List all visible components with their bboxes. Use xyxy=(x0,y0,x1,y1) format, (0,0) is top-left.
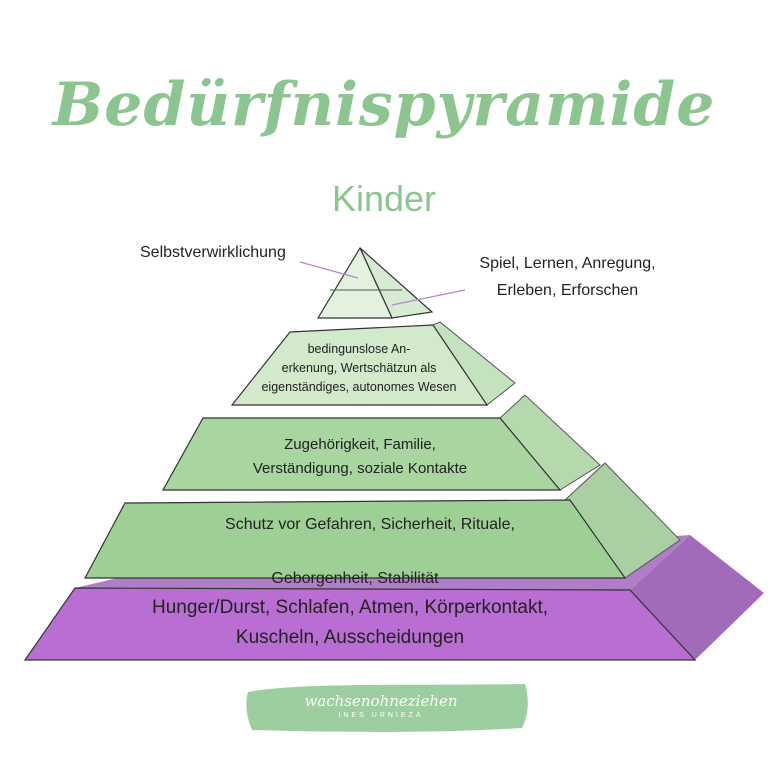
page-subtitle: Kinder xyxy=(331,178,437,219)
tier-physiologisch-side xyxy=(630,535,764,660)
callout-selbstverwirklichung: Spiel, Lernen, Anregung, Erleben, Erfors… xyxy=(479,255,656,299)
callout-line-left xyxy=(299,261,359,279)
tier-zugehoerigkeit-front xyxy=(161,417,562,491)
tier-physiologisch-front xyxy=(23,587,697,661)
label-selbstverwirklichung: Selbstverwirklichung xyxy=(140,244,286,261)
label-physiologisch: Hunger/Durst, Schlafen, Atmen, Körperkon… xyxy=(151,597,549,648)
label-anerkennung: bedingunslose An- erkenung, Wertschätzun… xyxy=(261,342,457,394)
page-title: Bedürfnispyramide xyxy=(52,70,716,140)
brand-logo-subtext: INES URNIEZA xyxy=(338,712,424,719)
label-sicherheit: Schutz vor Gefahren, Sicherheit, Rituale… xyxy=(225,516,515,533)
label-zugehoerigkeit: Zugehörigkeit, Familie, Verständigung, s… xyxy=(252,436,468,477)
logo-brush-stroke xyxy=(246,684,528,732)
brand-logo-text: wachsenohneziehen xyxy=(304,692,458,710)
tier-anerkennung-front xyxy=(230,324,489,406)
tier-sicherheit-front xyxy=(84,499,627,579)
tier-selbstverwirklichung-front xyxy=(316,246,393,319)
callout-line-right xyxy=(391,289,466,306)
label-sicherheit-overflow: Geborgenheit, Stabilität xyxy=(271,570,439,587)
